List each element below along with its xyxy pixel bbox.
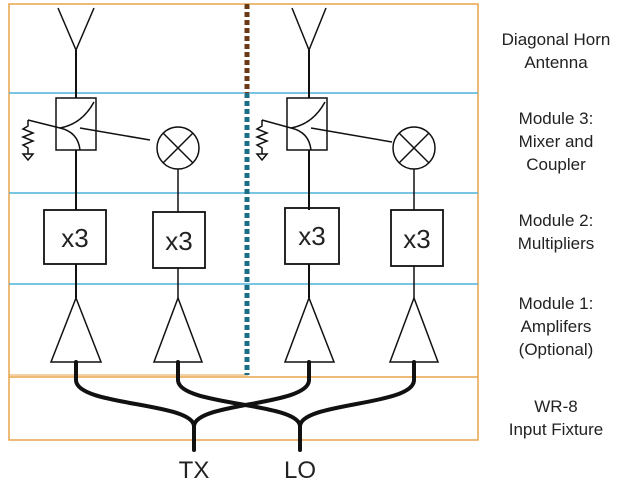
coupler-box <box>286 97 328 151</box>
module1-label-line1: Module 1: <box>519 294 594 313</box>
module1-label-line3: (Optional) <box>519 340 594 359</box>
fixture-label-line2: Input Fixture <box>509 420 604 439</box>
multiplier-label: x3 <box>61 223 88 253</box>
fixture-label-line1: WR-8 <box>534 397 577 416</box>
multiplier-box <box>152 211 206 269</box>
outer-frame <box>8 3 479 441</box>
module3-label-line2: Mixer and <box>519 132 594 151</box>
section-labels: Diagonal Horn Antenna Module 3: Mixer an… <box>502 30 611 439</box>
horn-label-line2: Antenna <box>524 53 588 72</box>
module2-label-line2: Multipliers <box>518 234 595 253</box>
module2-label-line1: Module 2: <box>519 211 594 230</box>
amplifier-icon <box>49 295 103 363</box>
right-chain <box>254 7 444 363</box>
module3-label-line3: Coupler <box>526 155 586 174</box>
horn-label-line1: Diagonal Horn <box>502 30 611 49</box>
multiplier-box <box>284 207 340 265</box>
ground-icon <box>255 153 269 162</box>
center-divider <box>244 4 250 375</box>
horn-antenna-icon <box>57 7 95 52</box>
tx-port-label: TX <box>179 457 210 484</box>
module1-label-line2: Amplifers <box>521 317 592 336</box>
module3-label-line1: Module 3: <box>519 109 594 128</box>
amplifier-icon <box>388 295 440 363</box>
amplifier-icon <box>283 295 336 363</box>
input-fixture-routing <box>74 360 416 452</box>
amplifier-icon <box>152 295 204 363</box>
lo-port-label: LO <box>284 457 316 484</box>
resistor-icon <box>20 120 36 154</box>
coupler-box <box>55 97 97 151</box>
resistor-icon <box>254 120 270 154</box>
horn-antenna-icon <box>291 7 327 52</box>
multiplier-label: x3 <box>298 221 325 251</box>
multiplier-box <box>390 209 444 267</box>
multiplier-label: x3 <box>165 226 192 256</box>
multiplier-label: x3 <box>403 224 430 254</box>
ground-icon <box>21 153 35 162</box>
left-chain <box>20 7 206 363</box>
